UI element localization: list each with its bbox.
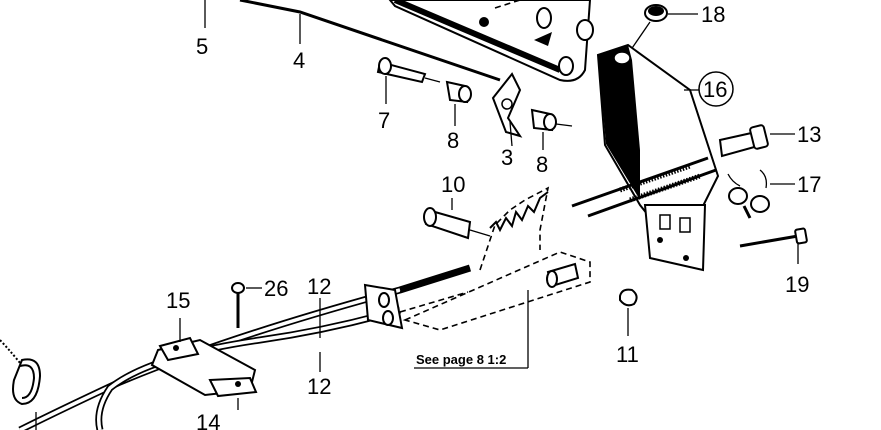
callout-3: 3 [501,145,513,170]
screw-26 [231,282,262,328]
cable-sleeve [363,283,404,330]
callout-18: 18 [701,2,725,27]
callout-12b: 12 [307,374,331,399]
cable-clip [0,339,42,430]
callout-26: 26 [264,276,288,301]
bracket-16 [596,43,734,272]
clevis-17 [727,169,795,219]
bell-crank-3 [491,72,523,147]
callout-4: 4 [293,48,305,73]
pin-7 [376,57,441,104]
bushing-8b [530,108,573,150]
brake-cables-12 [18,264,472,430]
callout-8b: 8 [536,152,548,177]
clamp-plates-14-15 [150,318,258,410]
ratchet-sector-reference [402,186,591,369]
callout-13: 13 [797,122,821,147]
callout-15: 15 [166,288,190,313]
cable-threaded-ends [571,156,717,218]
callout-11: 11 [616,342,639,367]
callout-10: 10 [441,172,465,197]
callout-19: 19 [785,272,809,297]
pin-10 [423,198,491,240]
hand-lever-assembly [204,0,594,82]
see-page-note: See page 8 1:2 [416,352,506,367]
callout-7: 7 [378,108,390,133]
callout-5: 5 [196,34,208,59]
callout-8a: 8 [447,128,459,153]
bolt-13 [718,124,795,158]
grommet-18 [627,4,698,55]
callout-16: 16 [703,77,727,102]
callout-12a: 12 [307,274,331,299]
bushing-8a [445,80,472,126]
clip-11 [619,288,638,336]
screw-19 [739,227,808,264]
callout-14: 14 [196,410,220,430]
callout-17: 17 [797,172,821,197]
